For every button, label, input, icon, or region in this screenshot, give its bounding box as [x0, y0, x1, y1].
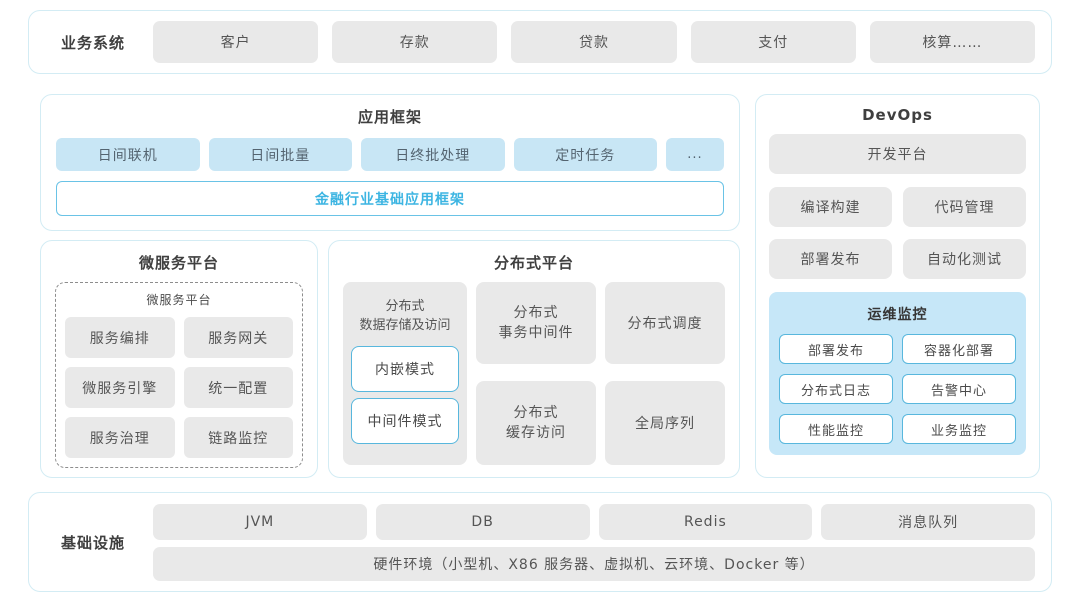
node-eod-batch: 日终批处理 [361, 138, 505, 171]
node-unified-config: 统一配置 [183, 367, 293, 408]
node-deploy-release: 部署发布 [769, 239, 892, 279]
node-cache-access: 分布式 缓存访问 [476, 381, 596, 465]
node-distributed-scheduling: 分布式调度 [605, 282, 725, 364]
microservice-inner-group: 微服务平台 服务编排 服务网关 微服务引擎 统一配置 服务治理 链路监控 [55, 282, 303, 468]
node-middleware-mode: 中间件模式 [351, 397, 459, 444]
data-storage-access-label: 分布式 数据存储及访问 [359, 299, 451, 333]
microservice-grid: 服务编排 服务网关 微服务引擎 统一配置 服务治理 链路监控 [65, 317, 293, 458]
node-code-management: 代码管理 [903, 187, 1026, 227]
node-microservice-engine: 微服务引擎 [65, 367, 175, 408]
node-compile-build: 编译构建 [769, 187, 892, 227]
node-dev-platform: 开发平台 [769, 134, 1026, 174]
node-scheduled-task: 定时任务 [513, 138, 657, 171]
microservice-platform-section: 微服务平台 微服务平台 服务编排 服务网关 微服务引擎 统一配置 服务治理 链路… [40, 240, 318, 478]
node-embedded-mode: 内嵌模式 [351, 345, 459, 392]
app-framework-row: 日间联机 日间批量 日终批处理 定时任务 ... [56, 138, 724, 171]
node-business-monitoring: 业务监控 [902, 414, 1016, 444]
devops-section: DevOps 开发平台 编译构建 代码管理 部署发布 自动化测试 运维监控 部署… [755, 94, 1040, 478]
node-service-governance: 服务治理 [65, 417, 175, 458]
node-more: ... [666, 138, 724, 171]
ops-monitoring-grid: 部署发布 容器化部署 分布式日志 告警中心 性能监控 业务监控 [779, 334, 1016, 444]
app-framework-title: 应用框架 [357, 108, 422, 126]
ops-monitoring-title: 运维监控 [867, 307, 928, 323]
ops-monitoring-group: 运维监控 部署发布 容器化部署 分布式日志 告警中心 性能监控 业务监控 [769, 292, 1026, 455]
node-daytime-online: 日间联机 [56, 138, 200, 171]
node-accounting: 核算…… [869, 21, 1036, 63]
node-jvm: JVM [153, 503, 367, 540]
node-payment: 支付 [690, 21, 856, 63]
node-global-sequence: 全局序列 [605, 381, 725, 465]
business-systems-label: 业务系统 [60, 33, 125, 52]
infrastructure-content: JVM DB Redis 消息队列 硬件环境（小型机、X86 服务器、虚拟机、云… [153, 503, 1035, 581]
node-finance-base-framework: 金融行业基础应用框架 [56, 181, 724, 216]
node-trace-monitoring: 链路监控 [183, 417, 293, 458]
node-daytime-batch: 日间批量 [208, 138, 352, 171]
node-performance-monitoring: 性能监控 [779, 414, 893, 444]
node-service-gateway: 服务网关 [183, 317, 293, 358]
node-deposit: 存款 [332, 21, 498, 63]
node-ops-deploy-release: 部署发布 [779, 334, 893, 364]
microservice-platform-title: 微服务平台 [138, 254, 219, 272]
node-service-orchestration: 服务编排 [65, 317, 175, 358]
node-automated-testing: 自动化测试 [903, 239, 1026, 279]
infrastructure-label: 基础设施 [60, 533, 125, 552]
node-loan: 贷款 [511, 21, 677, 63]
infrastructure-section: 基础设施 JVM DB Redis 消息队列 硬件环境（小型机、X86 服务器、… [28, 492, 1052, 592]
devops-title: DevOps [862, 106, 933, 124]
node-db: DB [375, 503, 590, 540]
node-hardware-environment: 硬件环境（小型机、X86 服务器、虚拟机、云环境、Docker 等） [153, 546, 1035, 581]
distributed-platform-section: 分布式平台 分布式 数据存储及访问 内嵌模式 中间件模式 分布式 事务中间件 分… [328, 240, 740, 478]
infrastructure-row: JVM DB Redis 消息队列 [153, 503, 1035, 540]
distributed-platform-title: 分布式平台 [493, 254, 574, 272]
node-data-storage-access-group: 分布式 数据存储及访问 内嵌模式 中间件模式 [343, 282, 467, 465]
distributed-grid: 分布式 数据存储及访问 内嵌模式 中间件模式 分布式 事务中间件 分布式调度 分… [343, 282, 725, 465]
node-distributed-log: 分布式日志 [779, 374, 893, 404]
node-transaction-middleware: 分布式 事务中间件 [476, 282, 596, 364]
node-message-queue: 消息队列 [821, 503, 1035, 540]
devops-grid: 编译构建 代码管理 部署发布 自动化测试 [769, 187, 1026, 279]
microservice-inner-title: 微服务平台 [146, 293, 212, 307]
node-redis: Redis [598, 503, 813, 540]
node-containerized-deploy: 容器化部署 [902, 334, 1016, 364]
app-framework-section: 应用框架 日间联机 日间批量 日终批处理 定时任务 ... 金融行业基础应用框架 [40, 94, 740, 231]
node-customer: 客户 [153, 21, 319, 63]
node-alert-center: 告警中心 [902, 374, 1016, 404]
business-systems-section: 业务系统 客户 存款 贷款 支付 核算…… [28, 10, 1052, 74]
